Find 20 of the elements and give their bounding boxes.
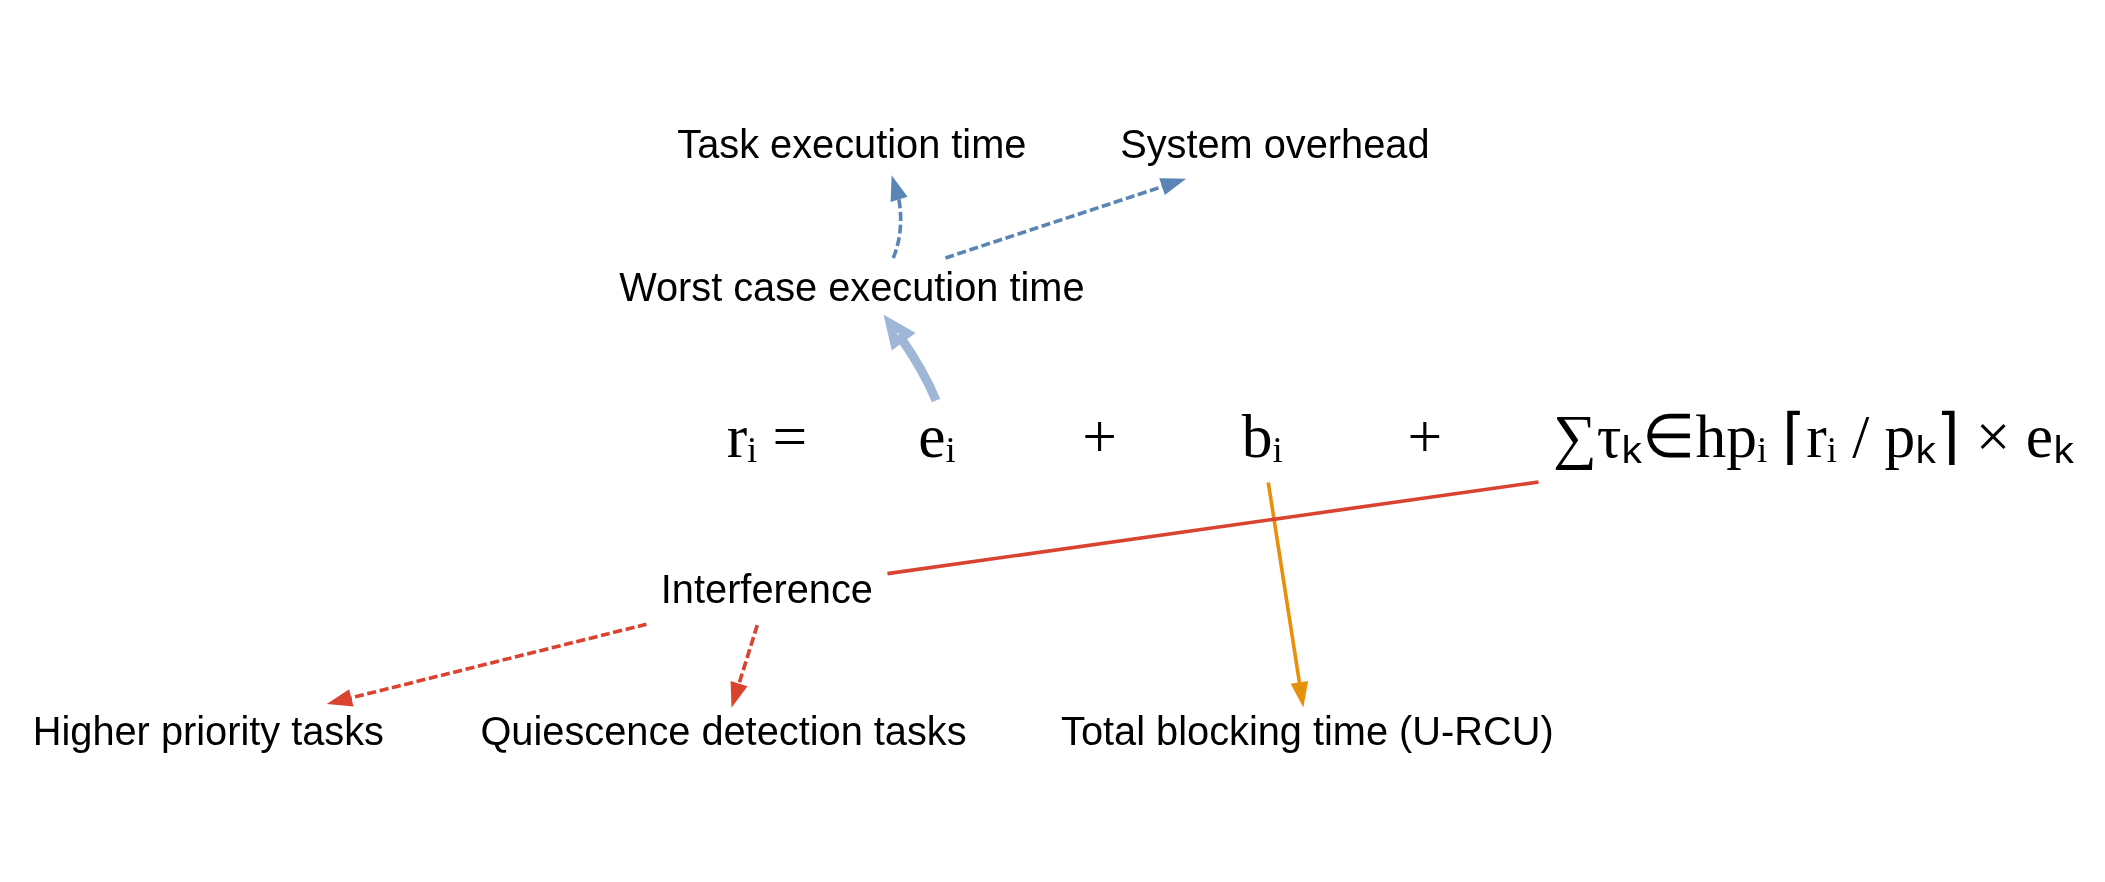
node-text: eᵢ (918, 401, 956, 470)
arrow (890, 174, 908, 259)
arrow (326, 622, 647, 706)
arrow (883, 314, 941, 402)
connector (887, 479, 1539, 575)
node-text: Quiescence detection tasks (480, 708, 967, 753)
node-text: ∑τₖ∈hpᵢ ⌈rᵢ / pₖ⌉ × eₖ (1552, 401, 2074, 470)
node-text: bᵢ (1241, 401, 1283, 470)
node-text: System overhead (1120, 121, 1430, 166)
node-text: Task execution time (677, 121, 1027, 166)
node-text: Higher priority tasks (32, 708, 384, 753)
label: + (1407, 401, 1443, 470)
node-text: Interference (660, 566, 873, 611)
node-text: Worst case execution time (619, 264, 1085, 309)
node-text: Total blocking time (U-RCU) (1061, 708, 1554, 753)
arrow (944, 177, 1187, 260)
arrow (1266, 481, 1309, 707)
arrow (730, 624, 759, 708)
label: + (1082, 401, 1117, 470)
label: rᵢ = (726, 401, 808, 470)
